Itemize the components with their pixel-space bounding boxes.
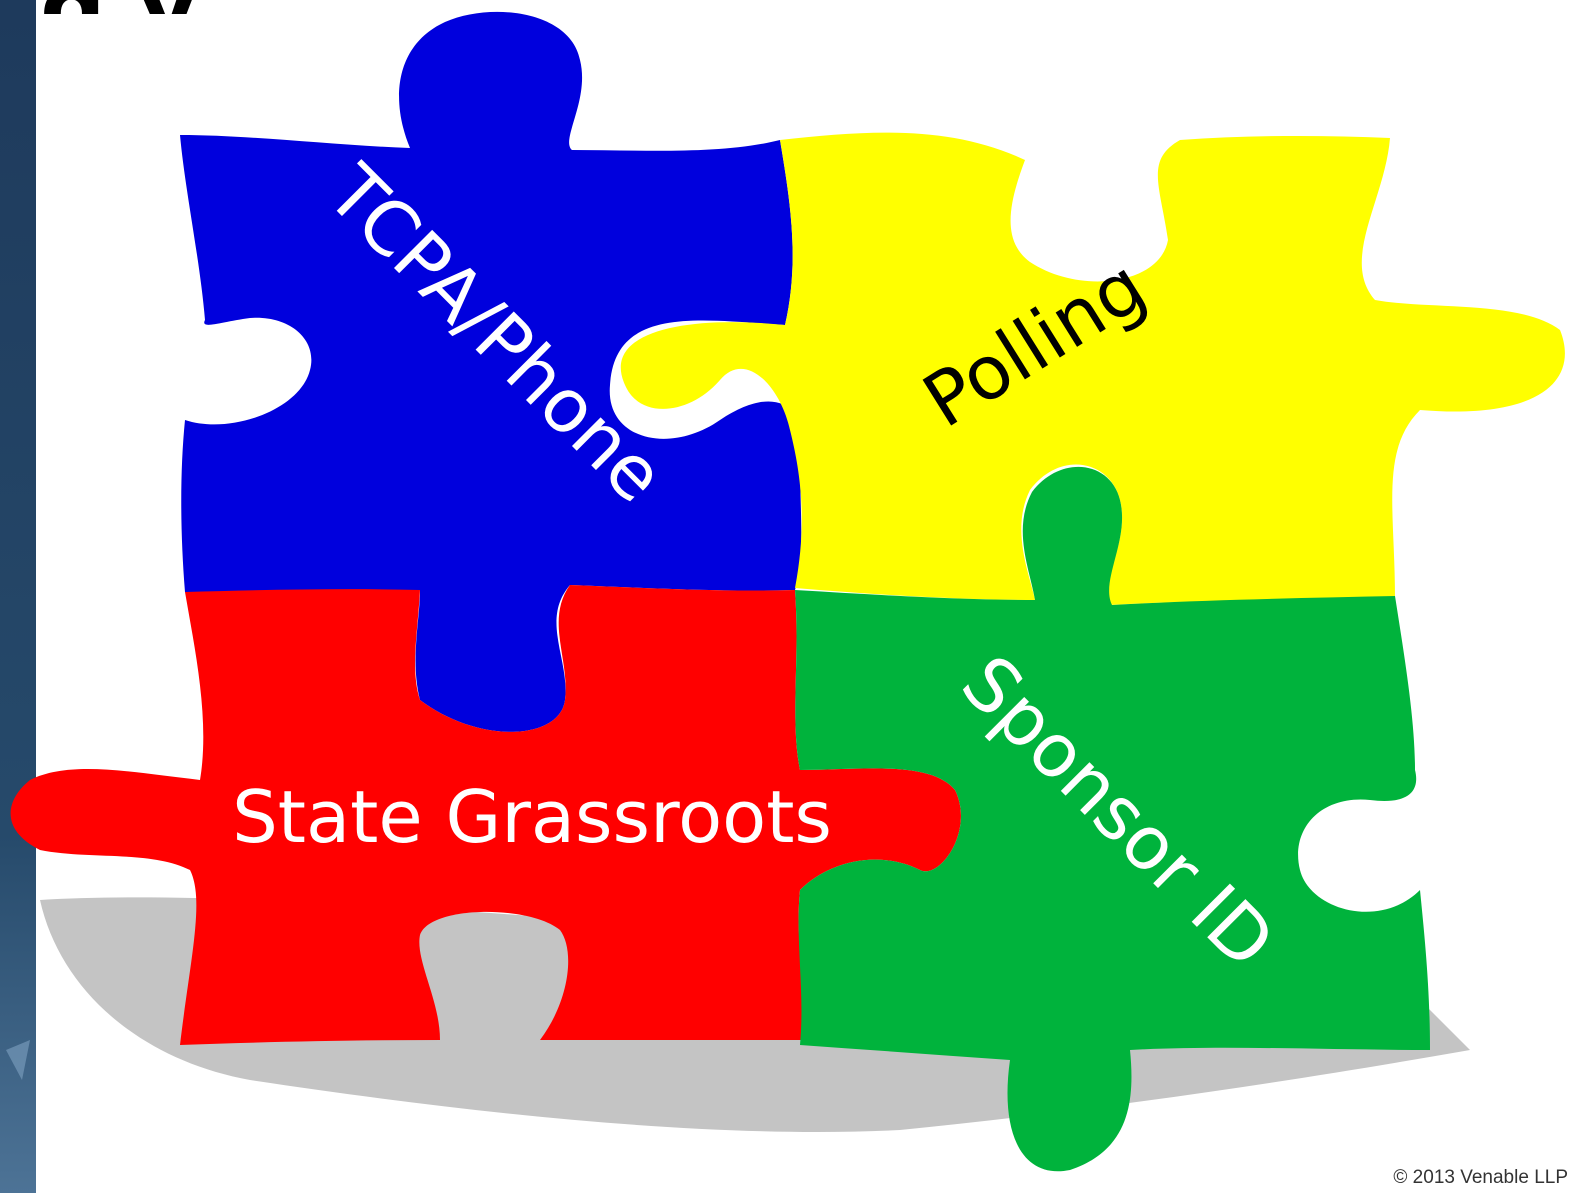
piece-label-state-grassroots: State Grassroots [232,775,832,859]
copyright-notice: © 2013 Venable LLP [1393,1167,1568,1189]
